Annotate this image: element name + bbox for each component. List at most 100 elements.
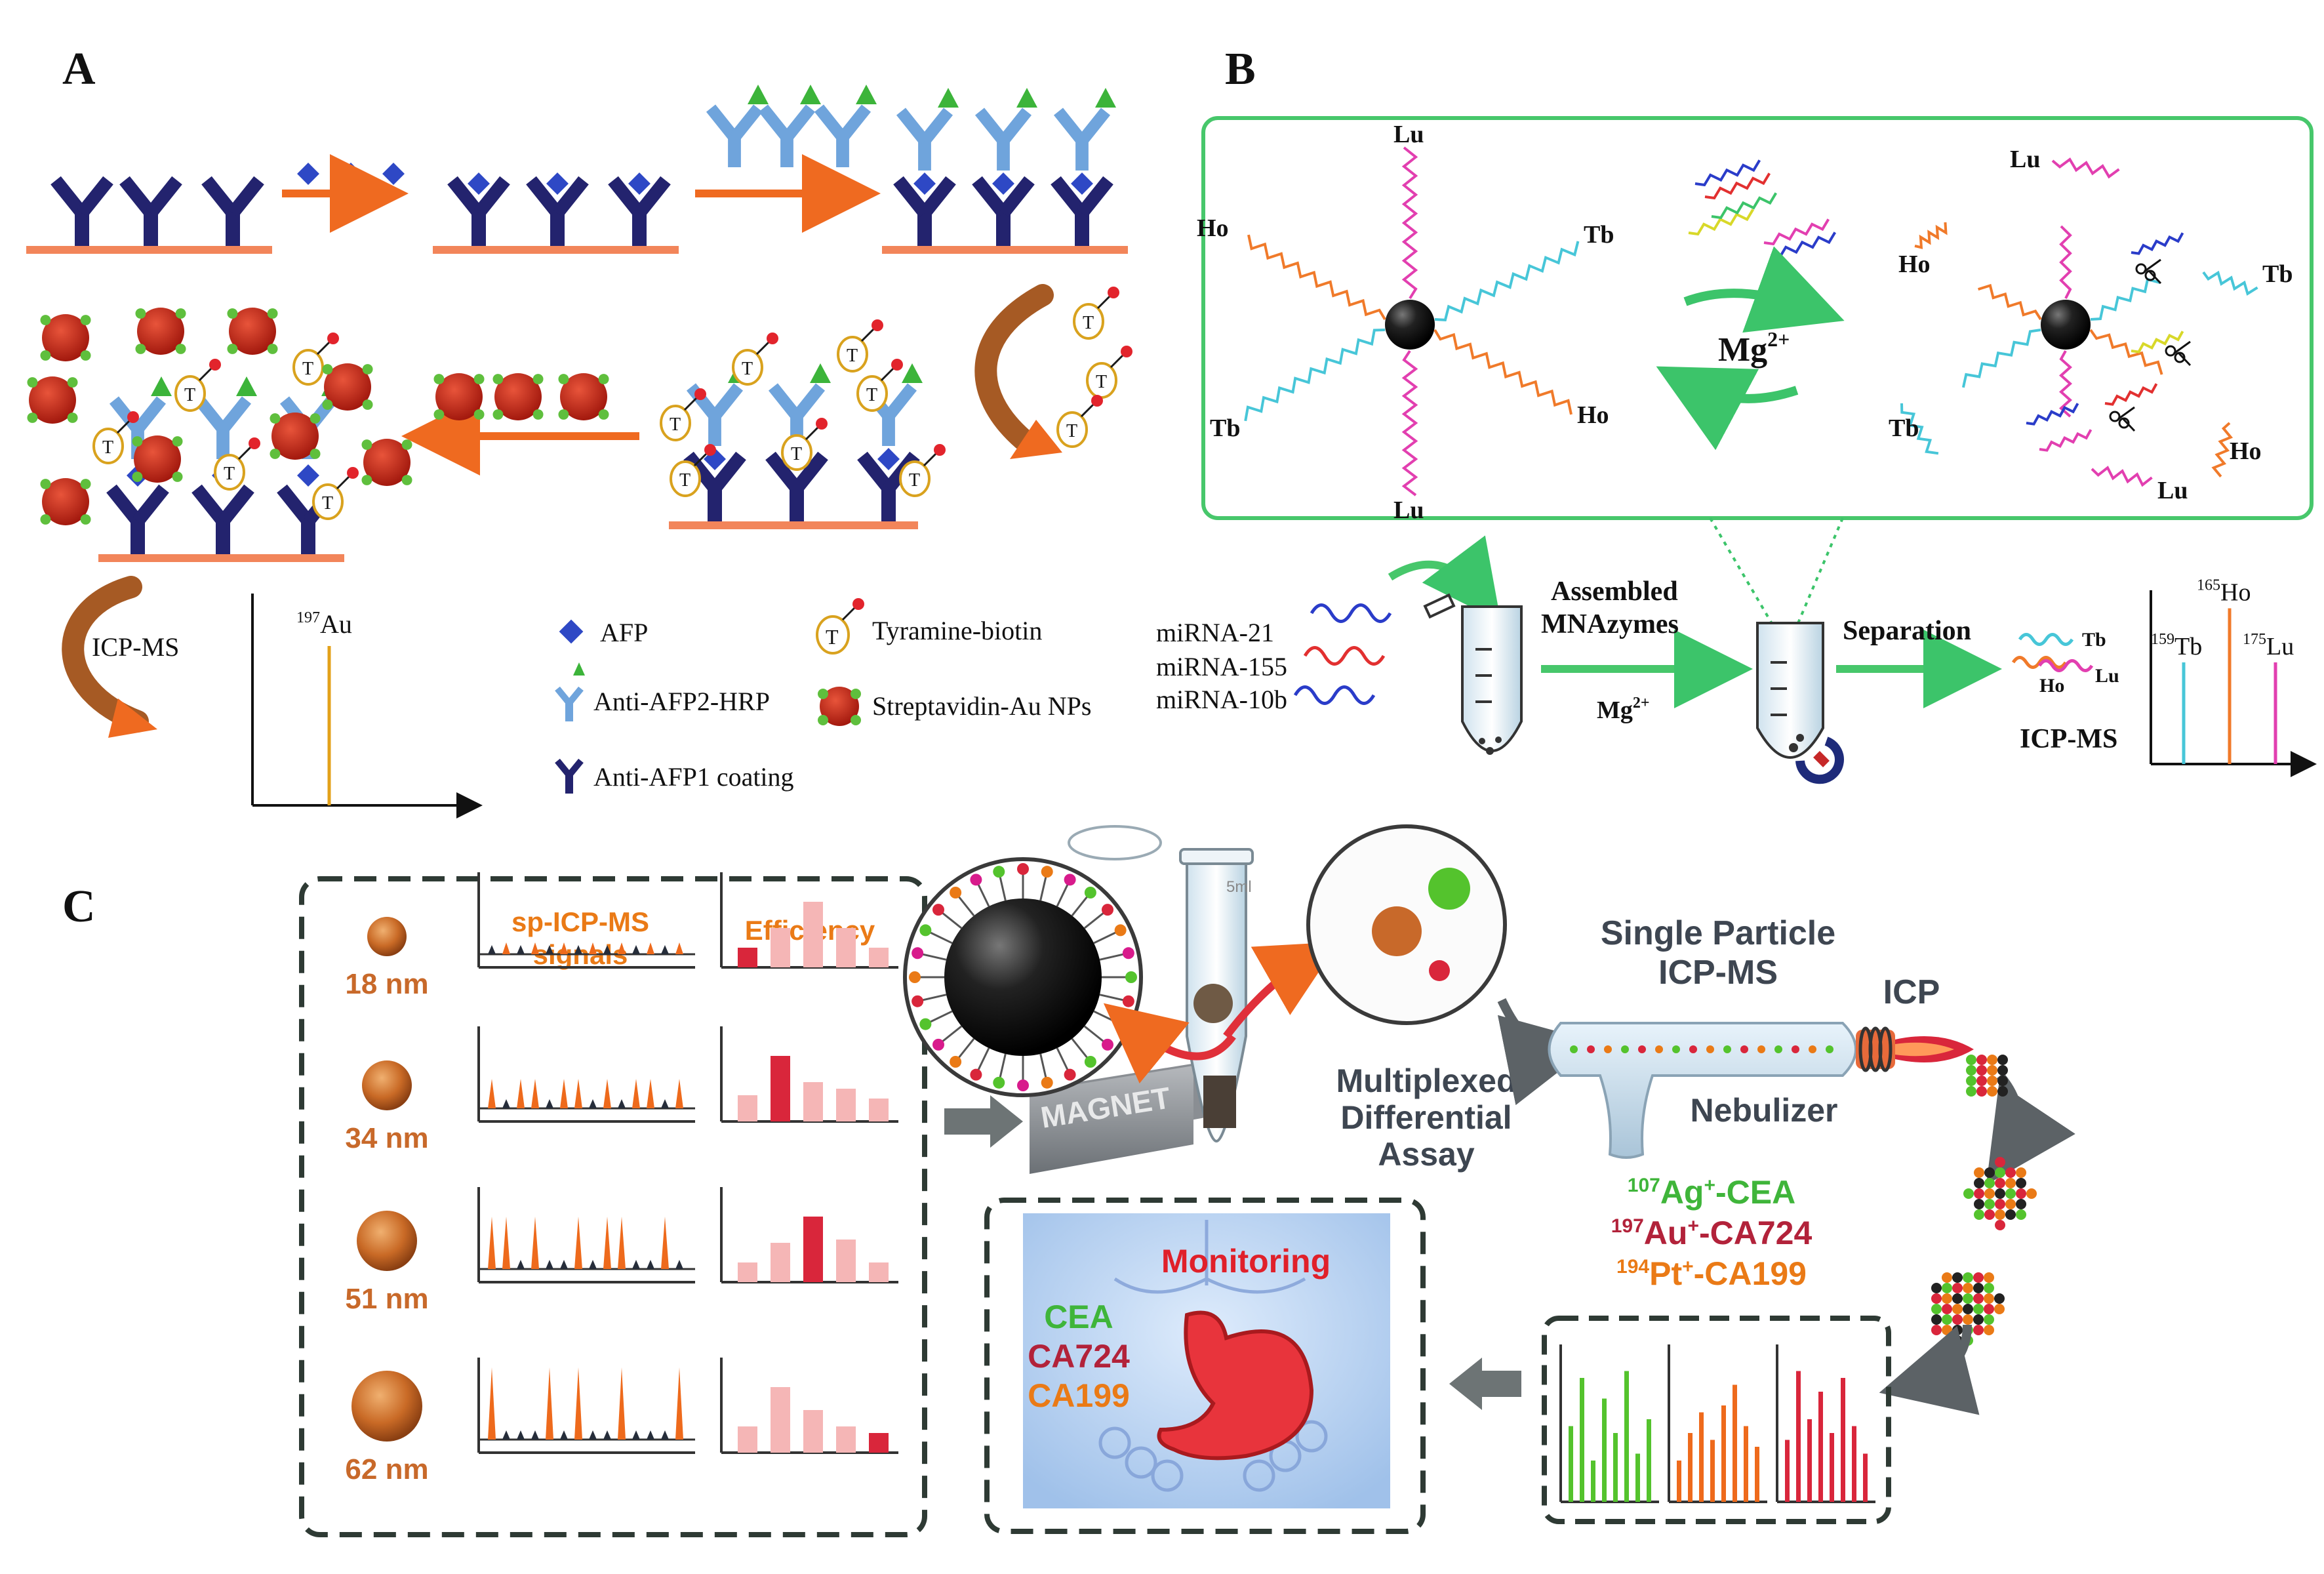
particle-dot [1604,1045,1612,1053]
efficiency-bar [869,948,889,967]
signal-spike [603,1079,611,1108]
surface-plate [433,246,679,254]
sample-tube [1423,593,1523,755]
au-nanoparticle [40,478,91,525]
signal-spike [560,1079,568,1108]
particle-dot [1826,1045,1833,1053]
efficiency-bar [836,1089,856,1121]
tag-tb: Tb [2082,629,2106,651]
hrp-icon [856,85,877,104]
lanthanide-label-lu: Lu [2010,146,2040,173]
scissors-icon [2165,340,2192,367]
detector-arrow-icon [1879,1324,1980,1415]
dna-strand [1900,403,1939,455]
background-spike [647,1260,654,1269]
dna-strand [2131,331,2184,353]
probe-dot [1122,995,1134,1007]
efficiency-bar [869,1433,889,1453]
signal-pulse [1744,1426,1748,1502]
legend-anti-afp1: Anti-AFP1 coating [593,762,794,792]
lanthanide-peak-label: 175Lu [2243,631,2294,660]
afp-marker [340,163,362,185]
mirna-21-label: miRNA-21 [1156,618,1274,647]
probe-dot [1017,1080,1029,1091]
dna-strand [1914,222,1948,249]
probe-dot [1041,1076,1053,1089]
arrowhead-icon [108,698,157,738]
tyramine-tag: T [1056,395,1103,448]
background-spike [675,1260,683,1269]
signal-spike [488,1079,496,1108]
lanthanide-label-ho: Ho [1197,214,1229,242]
dna-strand [1401,350,1418,496]
antibody-icon [119,176,182,246]
lanthanide-label-tb: Tb [1889,414,1919,442]
mirna-155-label: miRNA-155 [1156,652,1287,681]
au-nanoparticle [27,376,78,424]
legend-tyramine-biotin: Tyramine-biotin [872,616,1042,645]
icp-ms-b-label: ICP-MS [2020,724,2117,754]
antibody-icon [972,176,1035,246]
hrp-icon [151,376,172,396]
signal-spike [488,1367,496,1440]
au-nanoparticle [132,435,183,483]
mirna-strand [1310,603,1392,623]
panel-a-legend: AFP Anti-AFP2-HRP Anti-AFP1 coating T T [555,598,1091,794]
dna-strand [1961,329,2041,388]
dna-strand [2131,232,2184,255]
tyramine-tag: T [92,411,139,464]
tyramine-tag: T [312,467,359,520]
efficiency-bar [771,1056,790,1121]
anti-afp1-icon [555,758,584,794]
background-spike [618,1099,626,1108]
dna-strand [2059,225,2072,299]
background-spike [603,945,611,954]
dna-strand [2026,403,2079,426]
particle-dot [1706,1045,1714,1053]
mg-ion-condition: Mg2+ [1597,695,1650,724]
signals-frame [1542,1316,1891,1524]
mirna-10b-label: miRNA-10b [1156,685,1287,714]
signal-spike [618,1217,626,1269]
signal-pulse [1807,1419,1812,1502]
isotope-label: 107Ag+-CEA [1628,1174,1795,1211]
probe-dot [919,1018,932,1030]
antibody-icon [896,108,953,171]
background-spike [589,1430,597,1440]
signal-spike [531,1079,539,1108]
signal-spike [632,1079,640,1108]
dna-strand [1401,146,1418,300]
streptavidin-au-icon [818,687,861,726]
nebulizer-label: Nebulizer [1690,1092,1837,1129]
orange-np-cluster [1372,906,1422,956]
svg-text:T: T [184,385,195,405]
ion-cluster [1966,1055,2008,1097]
dna-strand [2211,422,2234,477]
magnetic-bead [944,898,1102,1056]
background-spike [589,1260,597,1269]
probe-dot [950,1056,962,1068]
gold-core-np [2041,300,2091,350]
svg-text:T: T [742,359,753,379]
efficiency-bar [738,1095,757,1121]
probe-dot [1125,971,1137,983]
ion-clusters [1931,1055,2037,1346]
background-spike [560,1430,568,1440]
background-spike [632,945,640,954]
lanthanide-label-lu: Lu [1393,496,1424,524]
background-spike [531,1430,539,1440]
dna-strand [1978,283,2042,321]
particle-dot [1655,1045,1663,1053]
particle-zoom [1306,824,1507,1025]
probe-dot [970,1068,982,1081]
reaction-tube [1756,622,1844,784]
lanthanide-label-ho: Ho [1577,401,1609,429]
lanthanide-label-tb: Tb [1584,221,1614,249]
background-spike [502,1430,510,1440]
background-spike [488,945,496,954]
efficiency-bar [803,1410,823,1453]
mirna-strand [1293,685,1376,705]
dna-strand [1434,241,1580,321]
